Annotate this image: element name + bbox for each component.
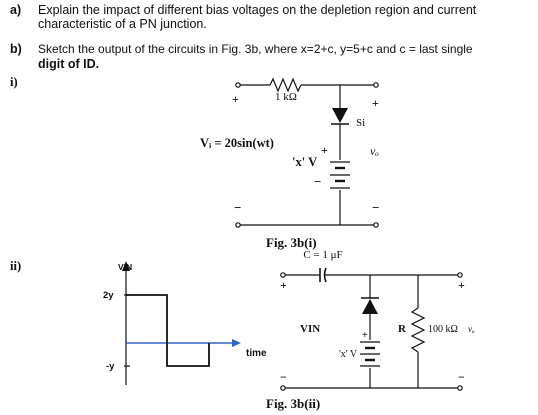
question-b-text-line-2: digit of ID. [38, 57, 100, 71]
output-terminal-bottom-ii [457, 385, 463, 391]
output-terminal-top [373, 82, 379, 88]
battery-minus-sign: − [314, 174, 321, 189]
battery-plus-sign: + [321, 143, 328, 157]
question-a-text-line-2: characteristic of a PN junction. [38, 17, 207, 31]
diode-si-label: Si [356, 117, 365, 129]
capacitor-label: C = 1 μF [303, 249, 342, 261]
square-wave-input [126, 294, 210, 367]
capacitor-plate-right [323, 267, 327, 283]
time-axis-label: time [246, 348, 267, 359]
output-minus-sign-ii: − [458, 370, 465, 384]
fig-3b-ii-caption: Fig. 3b(ii) [266, 396, 320, 411]
input-terminal-top-ii [280, 272, 286, 278]
input-plus-sign: + [232, 92, 239, 106]
output-plus-sign-ii: + [458, 278, 465, 292]
fig-3b-i-caption: Fig. 3b(i) [266, 235, 317, 250]
resistor-1k [269, 77, 302, 93]
output-voltage-label-ii: vₒ [468, 324, 475, 334]
question-a-text-line-1: Explain the impact of different bias vol… [38, 3, 477, 17]
input-vin-label: VIN [300, 323, 320, 335]
question-a-label: a) [10, 3, 22, 17]
diode-ii [362, 299, 378, 314]
output-voltage-label: vₒ [370, 144, 379, 158]
part-ii-label: ii) [10, 259, 22, 273]
resistor-100k [410, 307, 426, 353]
output-minus-sign: − [372, 200, 379, 215]
input-minus-sign-ii: − [280, 370, 287, 384]
resistor-r-label: R [398, 323, 407, 335]
question-b-text-line-1: Sketch the output of the circuits in Fig… [38, 42, 473, 56]
input-plus-sign-ii: + [280, 278, 287, 292]
resistor-1k-label: 1 kΩ [275, 91, 297, 103]
level-neg-y-label: -y [106, 361, 115, 372]
input-minus-sign: − [234, 200, 241, 215]
level-2y-label: 2y [103, 290, 114, 301]
output-plus-sign: + [372, 96, 379, 110]
waveform-vin-label: VIN [118, 262, 132, 272]
battery-x-label-ii: 'x' V [339, 349, 358, 360]
si-diode [332, 108, 348, 123]
battery-plus-sign-ii: + [362, 330, 368, 341]
battery-x-label: 'x' V [292, 155, 317, 169]
resistor-100k-label: 100 kΩ [428, 324, 458, 335]
source-voltage-label: Vᵢ = 20sin(wt) [200, 136, 274, 150]
time-axis-arrow-icon [232, 339, 241, 347]
input-terminal-bottom [235, 222, 241, 228]
output-terminal-top-ii [457, 272, 463, 278]
y-axis-arrow-icon [122, 261, 130, 271]
question-b-label: b) [10, 42, 22, 56]
output-terminal-bottom [373, 222, 379, 228]
input-terminal-bottom-ii [280, 385, 286, 391]
input-terminal-top [235, 82, 241, 88]
part-i-label: i) [10, 75, 18, 89]
